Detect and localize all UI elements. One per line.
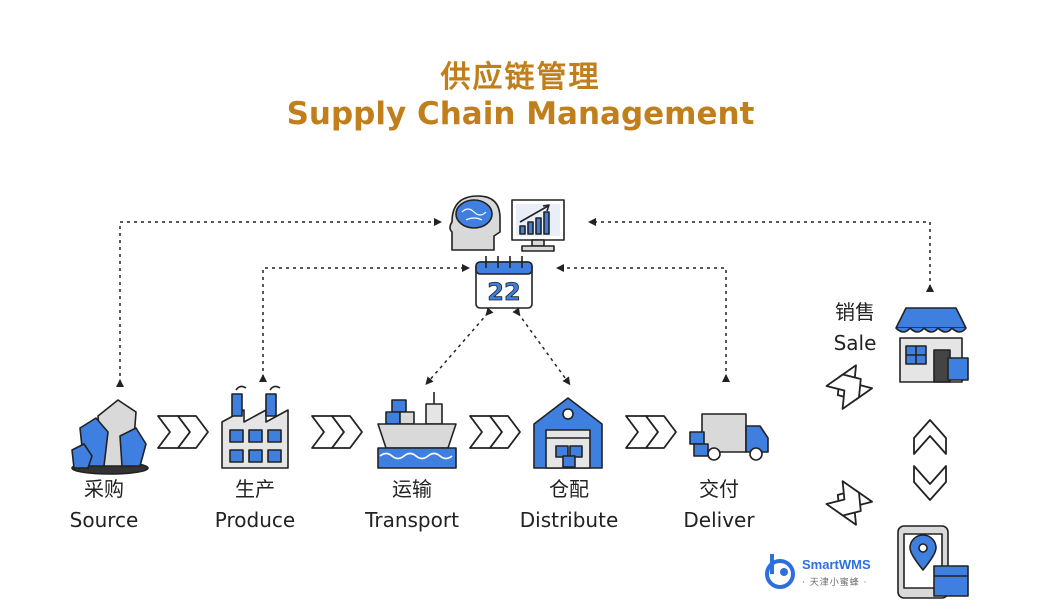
bee-logo-icon (765, 554, 795, 589)
ship-icon (377, 392, 457, 469)
factory-icon (221, 385, 289, 469)
crystal-icon (71, 399, 149, 475)
connector-source-brain (116, 218, 442, 387)
brand-name: SmartWMS (802, 557, 871, 572)
title-en: Supply Chain Management (286, 96, 755, 132)
connector-calendar-distribute (512, 307, 571, 386)
connector-calendar-transport (425, 307, 494, 386)
dotted-connectors (116, 218, 934, 387)
connector-sale-monitor (588, 218, 934, 292)
title-cn: 供应链管理 (440, 60, 601, 95)
chevron-to-sale (825, 364, 873, 410)
calendar-day: 22 (487, 278, 520, 306)
chevron-store-phone (913, 419, 947, 501)
brain-head-icon (449, 195, 501, 251)
connector-deliver-calendar (556, 264, 730, 382)
brand: SmartWMS · 天津小蜜蜂 · (762, 550, 892, 590)
phone-location-icon (897, 525, 969, 599)
brand-sub: · 天津小蜜蜂 · (802, 578, 868, 588)
connector-produce-calendar (259, 264, 470, 382)
calendar-icon: 22 (475, 256, 533, 309)
truck-icon (689, 413, 769, 461)
store-icon (895, 307, 969, 383)
chevron-to-phone (825, 480, 873, 526)
monitor-chart-icon (511, 199, 565, 252)
flow-chevrons (157, 364, 947, 526)
warehouse-icon (533, 397, 603, 469)
